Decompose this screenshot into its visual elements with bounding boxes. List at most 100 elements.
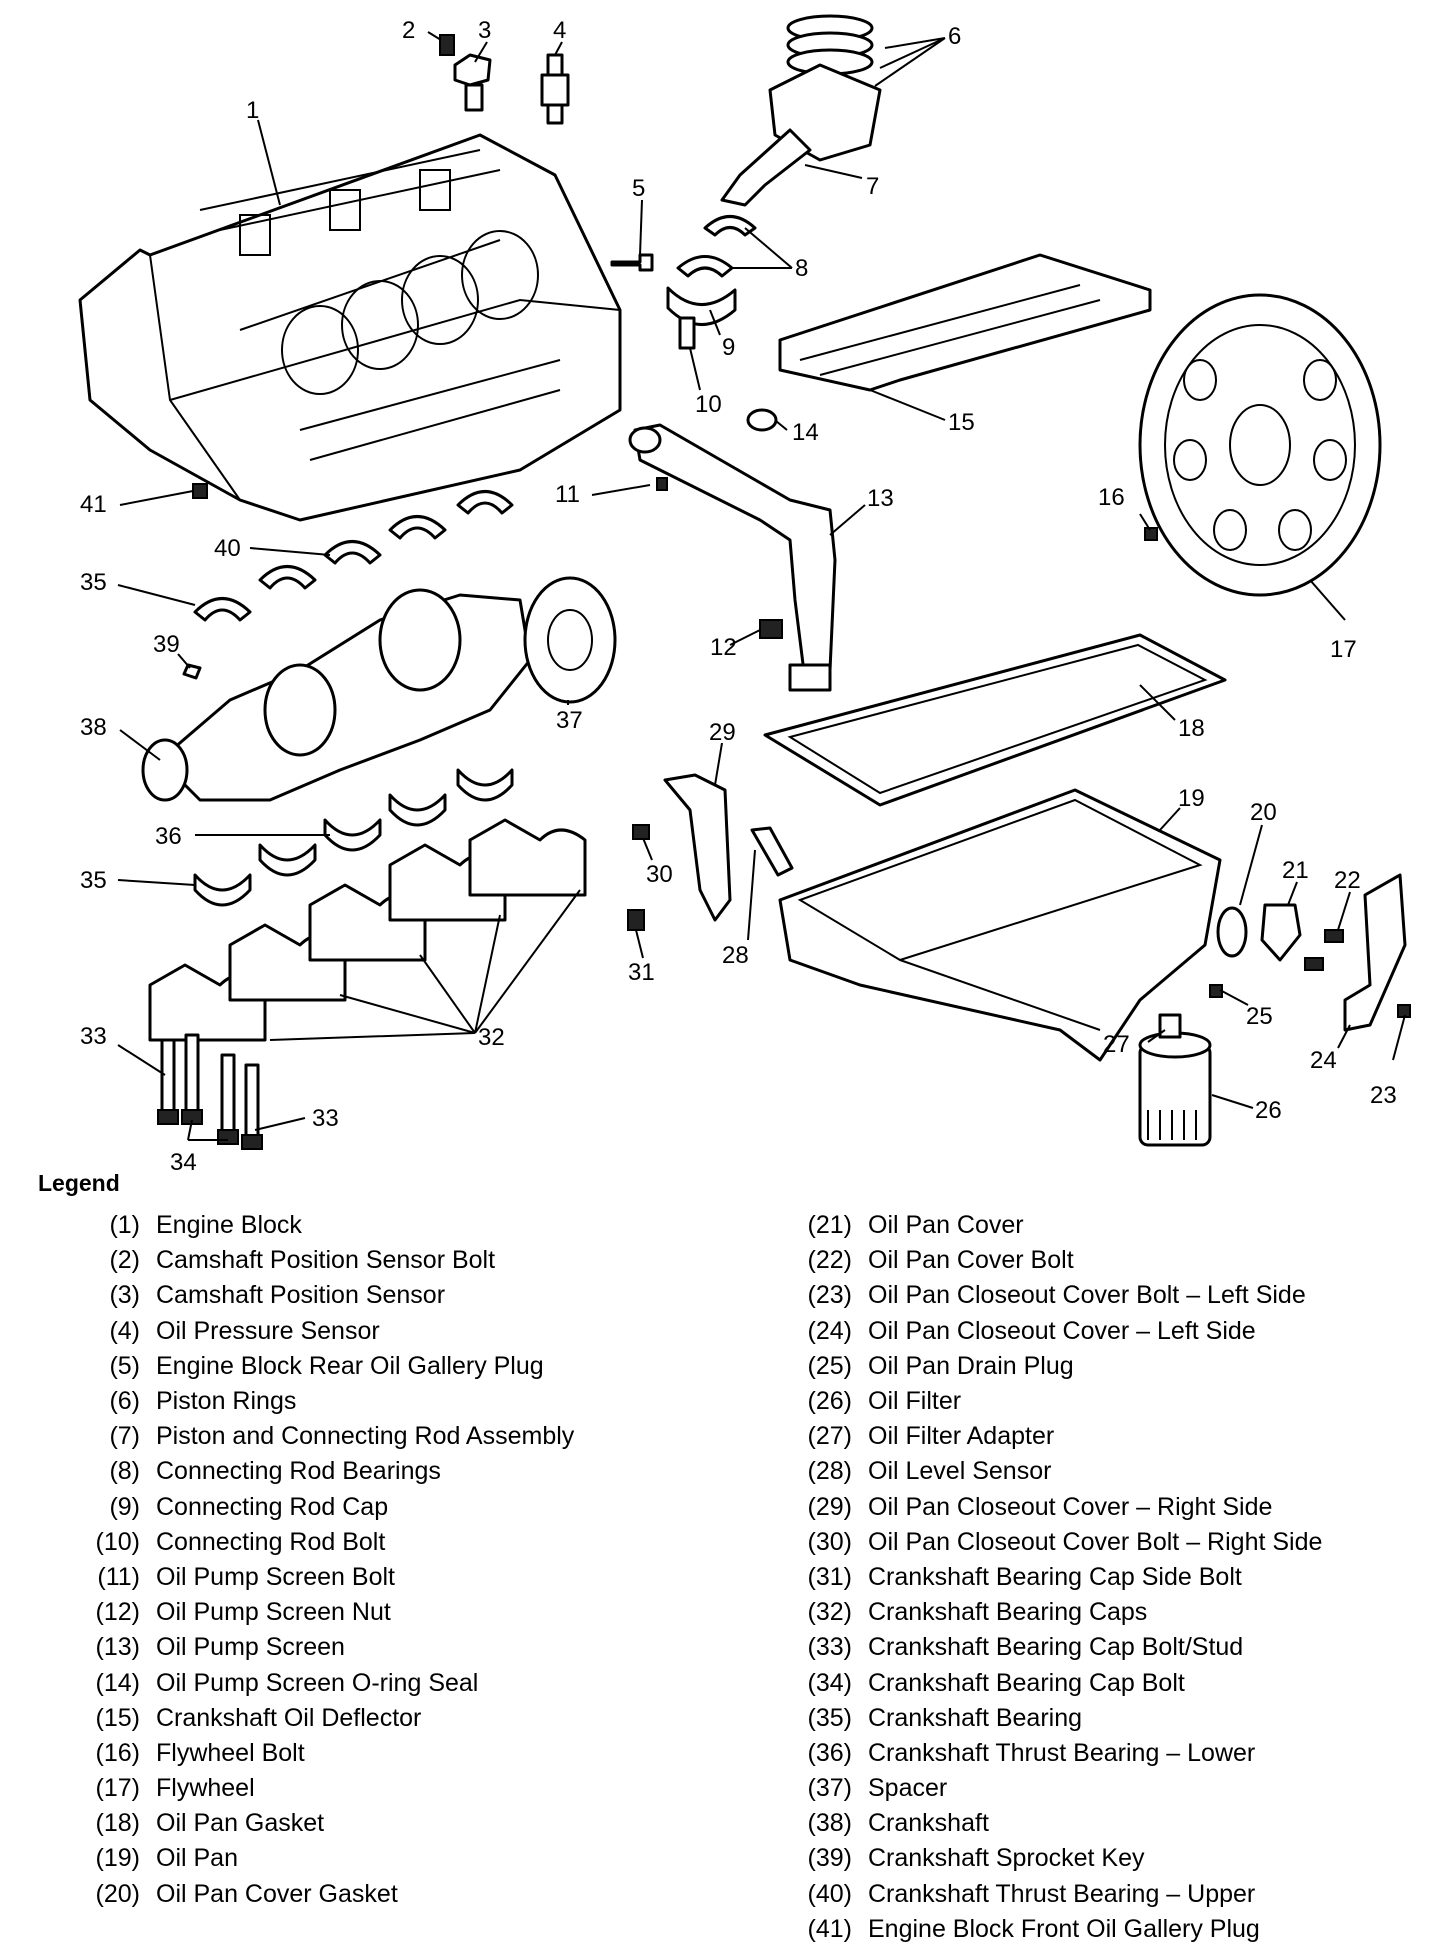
callout-15: 15 — [948, 409, 975, 436]
legend-item-label: Crankshaft Bearing Cap Bolt/Stud — [868, 1633, 1244, 1662]
legend-item-label: Oil Pan Closeout Cover – Right Side — [868, 1492, 1273, 1521]
legend-item-number: (29) — [807, 1492, 852, 1521]
callout-22: 22 — [1334, 867, 1361, 894]
legend-item-label: Flywheel Bolt — [156, 1738, 305, 1767]
legend-item-number: (25) — [807, 1351, 852, 1380]
engine-block-drawing — [78, 133, 622, 522]
callout-6: 6 — [948, 23, 961, 50]
legend-title: Legend — [38, 1170, 120, 1196]
legend-item-label: Oil Pump Screen — [156, 1633, 345, 1662]
legend-item-number: (30) — [807, 1527, 852, 1556]
legend-item-label: Oil Pan Cover Gasket — [156, 1879, 398, 1908]
legend-item-label: Oil Pump Screen Bolt — [156, 1562, 395, 1591]
legend-item-number: (34) — [807, 1668, 852, 1697]
legend-item-label: Oil Pan — [156, 1844, 238, 1873]
callout-labels: 1 2 3 4 5 6 7 8 9 10 11 12 13 14 15 16 1… — [80, 17, 1397, 1170]
legend-item-label: Crankshaft Bearing — [868, 1703, 1083, 1732]
legend-item-label: Connecting Rod Cap — [156, 1492, 389, 1521]
legend-item-label: Crankshaft Bearing Cap Bolt — [868, 1668, 1185, 1697]
legend-item: (15) Crankshaft Oil Deflector — [80, 1701, 574, 1736]
callout-31: 31 — [628, 959, 655, 986]
legend-column-left: (1)Engine Block(2)Camshaft Position Sens… — [80, 1208, 575, 1912]
legend-item-number: (40) — [807, 1879, 852, 1908]
callout-5: 5 — [632, 175, 645, 202]
legend-item-label: Piston Rings — [156, 1387, 297, 1416]
legend-item: (37)Spacer — [780, 1771, 1322, 1806]
oil-deflector-drawing — [746, 253, 1152, 432]
legend-item-label: Oil Pump Screen Nut — [156, 1598, 391, 1627]
legend-item-number: (31) — [807, 1562, 852, 1591]
legend-item-label: Engine Block Front Oil Gallery Plug — [868, 1914, 1260, 1943]
legend-item: (35)Crankshaft Bearing — [780, 1701, 1322, 1736]
legend-item-number: (13) — [95, 1633, 140, 1662]
callout-13: 13 — [867, 485, 894, 512]
legend-item: (27)Oil Filter Adapter — [780, 1419, 1322, 1454]
legend-item-number: (9) — [109, 1492, 140, 1521]
legend-item-label: Oil Pan Drain Plug — [868, 1351, 1074, 1380]
callout-27: 27 — [1103, 1031, 1130, 1058]
main-bearings-upper-drawing — [193, 490, 514, 622]
flywheel-drawing — [1138, 293, 1382, 597]
legend-item: (8)Connecting Rod Bearings — [80, 1454, 574, 1489]
legend-item-number: (11) — [97, 1562, 140, 1591]
legend-item-number: (22) — [807, 1246, 852, 1275]
legend-item: (41)Engine Block Front Oil Gallery Plug — [780, 1912, 1322, 1947]
legend-item: (16)Flywheel Bolt — [80, 1736, 574, 1771]
legend-item: (10)Connecting Rod Bolt — [80, 1525, 574, 1560]
legend-item-label: Oil Pan Closeout Cover – Left Side — [868, 1316, 1256, 1345]
legend-item: (12) Oil Pump Screen Nut — [80, 1595, 574, 1630]
leader-lines — [117, 31, 1406, 1141]
legend-item-number: (1) — [109, 1211, 140, 1240]
legend-item: (13) Oil Pump Screen — [80, 1630, 574, 1665]
legend-item: (29) Oil Pan Closeout Cover – Right Side — [780, 1490, 1322, 1525]
oil-pan-gasket-drawing — [763, 633, 1227, 807]
callout-17: 17 — [1330, 636, 1357, 663]
legend-item: (20)Oil Pan Cover Gasket — [80, 1877, 574, 1912]
legend-item-number: (7) — [109, 1422, 140, 1451]
legend-item-label: Piston and Connecting Rod Assembly — [156, 1422, 575, 1451]
legend-item-label: Oil Pan Closeout Cover Bolt – Right Side — [868, 1527, 1323, 1556]
legend-item-number: (2) — [109, 1246, 140, 1275]
legend-item-label: Camshaft Position Sensor — [156, 1281, 446, 1310]
legend-item: (34) Crankshaft Bearing Cap Bolt — [780, 1665, 1322, 1700]
legend-item-number: (26) — [807, 1387, 852, 1416]
legend-item-label: Crankshaft Oil Deflector — [156, 1703, 422, 1732]
callout-11: 11 — [555, 481, 580, 508]
callout-1: 1 — [246, 97, 259, 124]
legend-item-number: (39) — [807, 1844, 852, 1873]
legend-item-label: Camshaft Position Sensor Bolt — [156, 1246, 496, 1275]
legend-item: (33)Crankshaft Bearing Cap Bolt/Stud — [780, 1630, 1322, 1665]
callout-23: 23 — [1370, 1082, 1397, 1109]
legend-item: (22)Oil Pan Cover Bolt — [780, 1243, 1322, 1278]
legend-item: (24) Oil Pan Closeout Cover – Left Side — [780, 1314, 1322, 1349]
legend-item: (23)Oil Pan Closeout Cover Bolt – Left S… — [780, 1278, 1322, 1313]
legend-item-number: (17) — [95, 1774, 140, 1803]
legend-item-number: (12) — [95, 1598, 140, 1627]
legend-item-number: (15) — [95, 1703, 140, 1732]
callout-28: 28 — [722, 942, 749, 969]
legend-item: (38)Crankshaft — [780, 1806, 1322, 1841]
exploded-engine-diagram: 1 2 3 4 5 6 7 8 9 10 11 12 13 14 15 16 1… — [78, 14, 1411, 1170]
sensor-drawings — [439, 34, 570, 125]
legend-item-number: (6) — [109, 1387, 140, 1416]
callout-35-upper: 35 — [80, 569, 107, 596]
callout-3: 3 — [478, 17, 491, 44]
callout-41: 41 — [80, 491, 107, 518]
legend-item: (18)Oil Pan Gasket — [80, 1806, 574, 1841]
legend-item-number: (38) — [807, 1809, 852, 1838]
legend-item: (5)Engine Block Rear Oil Gallery Plug — [80, 1349, 574, 1384]
legend-item-number: (24) — [807, 1316, 852, 1345]
legend-item-label: Engine Block Rear Oil Gallery Plug — [156, 1351, 544, 1380]
legend-item-number: (3) — [109, 1281, 140, 1310]
callout-7: 7 — [866, 173, 879, 200]
callout-33-right: 33 — [312, 1105, 339, 1132]
legend-item-number: (36) — [807, 1738, 852, 1767]
legend-item: (26)Oil Filter — [780, 1384, 1322, 1419]
callout-32: 32 — [478, 1024, 505, 1051]
legend-item: (17)Flywheel — [80, 1771, 574, 1806]
legend-item: (19)Oil Pan — [80, 1841, 574, 1876]
piston-drawing — [720, 14, 882, 207]
legend-item-number: (28) — [807, 1457, 852, 1486]
legend-item-number: (27) — [807, 1422, 852, 1451]
main-bearings-lower-drawing — [193, 768, 514, 907]
